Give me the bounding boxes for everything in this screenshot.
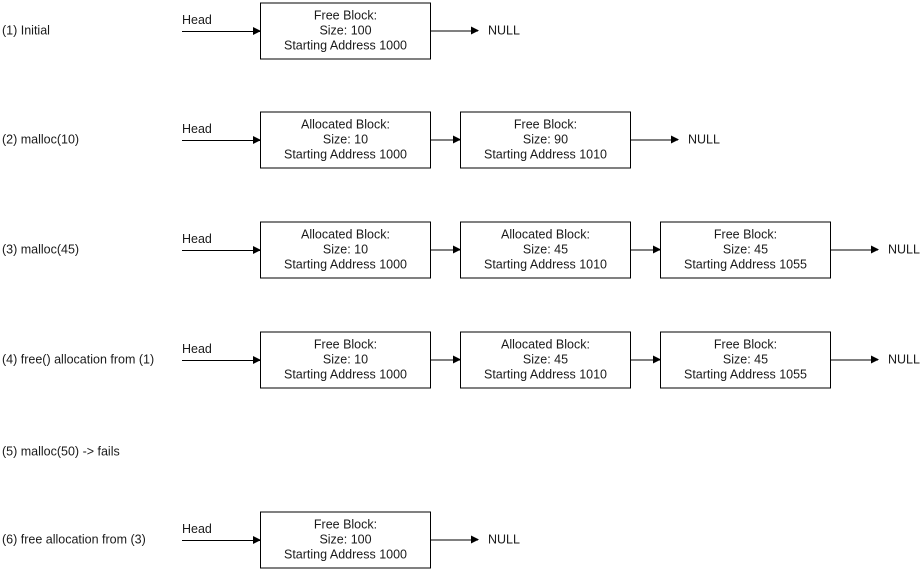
block-address: Starting Address 1010	[484, 257, 607, 272]
block-kind: Free Block:	[713, 337, 778, 352]
block-kind: Free Block:	[313, 8, 378, 23]
head-arrow-icon	[182, 356, 261, 365]
block-address: Starting Address 1000	[284, 147, 407, 162]
block-kind: Free Block:	[313, 337, 378, 352]
block-kind: Allocated Block:	[501, 227, 590, 242]
null-terminator-label: NULL	[688, 132, 720, 147]
block-kind: Free Block:	[513, 117, 578, 132]
block-address: Starting Address 1000	[284, 547, 407, 562]
null-arrow-icon	[831, 355, 879, 364]
head-arrow-icon	[182, 27, 261, 36]
null-terminator-label: NULL	[488, 23, 520, 38]
null-terminator-label: NULL	[888, 242, 920, 257]
step-label-3: (3) malloc(45)	[2, 242, 80, 257]
block-size: Size: 45	[722, 352, 769, 367]
block-address: Starting Address 1010	[484, 367, 607, 382]
block-kind: Allocated Block:	[501, 337, 590, 352]
next-pointer-arrow-icon	[431, 135, 461, 144]
block-kind: Allocated Block:	[301, 227, 390, 242]
block-size: Size: 45	[722, 242, 769, 257]
block-size: Size: 100	[319, 532, 372, 547]
block-size: Size: 10	[322, 132, 369, 147]
head-label: Head	[182, 232, 212, 246]
null-arrow-icon	[831, 245, 879, 254]
null-arrow-icon	[431, 26, 479, 35]
step-label-4: (4) free() allocation from (1)	[2, 352, 155, 367]
block-size: Size: 10	[322, 352, 369, 367]
block-kind: Allocated Block:	[301, 117, 390, 132]
null-terminator-label: NULL	[888, 352, 920, 367]
null-terminator-label: NULL	[488, 532, 520, 547]
block-size: Size: 45	[522, 242, 569, 257]
block-kind: Free Block:	[313, 517, 378, 532]
block-address: Starting Address 1055	[684, 257, 807, 272]
block-address: Starting Address 1000	[284, 257, 407, 272]
next-pointer-arrow-icon	[631, 245, 661, 254]
block-address: Starting Address 1000	[284, 367, 407, 382]
block-address: Starting Address 1000	[284, 38, 407, 53]
null-arrow-icon	[431, 535, 479, 544]
head-arrow-icon	[182, 246, 261, 255]
head-label: Head	[182, 522, 212, 536]
block-size: Size: 90	[522, 132, 569, 147]
null-arrow-icon	[631, 135, 679, 144]
block-kind: Free Block:	[713, 227, 778, 242]
block-address: Starting Address 1055	[684, 367, 807, 382]
step-label-1: (1) Initial	[2, 23, 50, 38]
next-pointer-arrow-icon	[631, 355, 661, 364]
step-label-5: (5) malloc(50) -> fails	[2, 444, 120, 459]
step-label-6: (6) free allocation from (3)	[2, 532, 146, 547]
head-label: Head	[182, 13, 212, 27]
block-size: Size: 10	[322, 242, 369, 257]
block-address: Starting Address 1010	[484, 147, 607, 162]
block-size: Size: 45	[522, 352, 569, 367]
head-label: Head	[182, 342, 212, 356]
next-pointer-arrow-icon	[431, 355, 461, 364]
block-size: Size: 100	[319, 23, 372, 38]
step-label-2: (2) malloc(10)	[2, 132, 80, 147]
head-arrow-icon	[182, 136, 261, 145]
head-label: Head	[182, 122, 212, 136]
next-pointer-arrow-icon	[431, 245, 461, 254]
head-arrow-icon	[182, 536, 261, 545]
